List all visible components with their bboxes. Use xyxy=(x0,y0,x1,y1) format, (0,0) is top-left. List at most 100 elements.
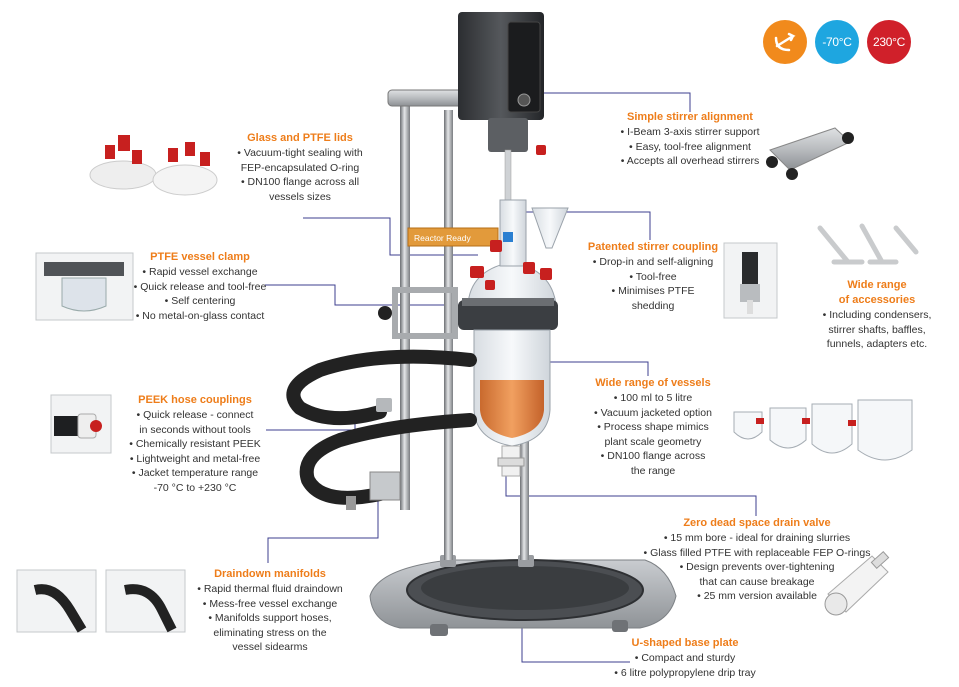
inset-clamp xyxy=(35,252,134,321)
callout-drain-valve: Zero dead space drain valve 15 mm bore -… xyxy=(627,516,887,604)
funnel xyxy=(531,207,569,249)
bullet: Mess-free vessel exchange xyxy=(185,597,355,612)
callout-title: Simple stirrer alignment xyxy=(627,111,753,123)
hose-lower xyxy=(299,413,477,505)
bullet-continuation: shedding xyxy=(631,299,675,312)
bullet: Accepts all overhead stirrers xyxy=(590,154,790,169)
bullet: No metal-on-glass contact xyxy=(120,309,280,324)
bullet: Easy, tool-free alignment xyxy=(590,140,790,155)
high-temp-badge: 230°C xyxy=(867,20,911,64)
callout-title: U-shaped base plate xyxy=(631,637,739,649)
bullet: Including condensers, xyxy=(807,308,947,323)
bullet-continuation: vessel sidearms xyxy=(232,641,308,653)
bullet: Chemically resistant PEEK xyxy=(105,437,285,452)
bullet-continuation: stirrer shafts, baffles, xyxy=(828,323,926,336)
bullet: Rapid thermal fluid draindown xyxy=(185,582,355,597)
bullet-continuation: FEP-encapsulated O-ring xyxy=(240,161,360,174)
lid-cap xyxy=(132,150,142,164)
bullet: 25 mm version available xyxy=(627,589,887,604)
bullet: Minimises PTFE xyxy=(578,284,728,299)
bullet: Manifolds support hoses, xyxy=(185,611,355,626)
inset-lids xyxy=(89,135,218,196)
vessel-red-port xyxy=(802,418,810,424)
callout-vessels: Wide range of vessels 100 ml to 5 litre … xyxy=(578,376,728,478)
vessel-liquid xyxy=(480,380,544,438)
hose-upper xyxy=(286,349,477,426)
accessory-shaft xyxy=(817,225,851,265)
low-temp-badge: -70°C xyxy=(815,20,859,64)
coupling xyxy=(376,398,392,412)
line-manifolds xyxy=(267,500,379,563)
drip-tray-inner xyxy=(421,566,629,610)
bullet: 6 litre polypropylene drip tray xyxy=(590,666,780,681)
callout-title: Patented stirrer coupling xyxy=(587,241,719,253)
panel-plate xyxy=(407,227,499,247)
line-stirrer-alignment xyxy=(540,92,691,112)
bullet-continuation: eliminating stress on the xyxy=(213,626,327,639)
lid-cap xyxy=(200,152,210,166)
bullet: Process shape mimics xyxy=(578,420,728,435)
callout-peek: PEEK hose couplings Quick release - conn… xyxy=(105,393,285,495)
callout-base-plate: U-shaped base plate Compact and sturdy 6… xyxy=(590,636,780,680)
bullet: 15 mm bore - ideal for draining slurries xyxy=(627,531,887,546)
bullet: Quick release and tool-free xyxy=(120,280,280,295)
accessory-shaft xyxy=(893,225,919,255)
callout-title: Draindown manifolds xyxy=(214,568,326,580)
bullet: Self centering xyxy=(120,294,280,309)
bullet-continuation: vessels sizes xyxy=(269,190,331,203)
i-beam-knob xyxy=(786,168,798,180)
clamp-frame xyxy=(392,287,458,339)
rod-right xyxy=(520,330,529,560)
bullet: DN100 flange across all xyxy=(215,175,385,190)
lid-cap xyxy=(118,135,130,151)
peek-hose xyxy=(54,416,80,436)
bullet: Tool-free xyxy=(578,270,728,285)
bullet: Jacket temperature range xyxy=(105,466,285,481)
bullet: Vacuum jacketed option xyxy=(578,406,728,421)
peek-red-ring xyxy=(90,420,102,432)
bullet: 100 ml to 5 litre xyxy=(578,391,728,406)
bullet: Compact and sturdy xyxy=(590,651,780,666)
coupling-shaft xyxy=(747,300,753,314)
clamp-ring xyxy=(458,300,558,330)
callout-title: PTFE vessel clamp xyxy=(150,251,250,263)
inset-peek xyxy=(50,394,112,454)
hoses xyxy=(286,349,477,505)
bullet: Glass filled PTFE with replaceable FEP O… xyxy=(627,546,887,561)
red-cap xyxy=(536,145,546,155)
manifold-valve xyxy=(346,496,356,510)
panel-text: Reactor Ready xyxy=(414,233,471,243)
callout-title: Zero dead space drain valve xyxy=(683,517,831,529)
callout-coupling: Patented stirrer coupling Drop-in and se… xyxy=(578,240,728,313)
lid-cap xyxy=(185,142,195,156)
accessory-shaft xyxy=(859,223,885,265)
clamp-photo-vessel xyxy=(61,277,107,312)
callout-title: Wide range of vessels xyxy=(595,377,711,389)
base-foot xyxy=(612,620,628,632)
bullet: Lightweight and metal-free xyxy=(105,452,285,467)
drain-valve-knob xyxy=(497,457,525,467)
manifold-hose-1 xyxy=(33,584,87,633)
bullet-continuation: -70 °C to +230 °C xyxy=(153,481,237,494)
motor-collar xyxy=(488,118,528,152)
bullet: Drop-in and self-aligning xyxy=(578,255,728,270)
stirrer-support-arm xyxy=(387,89,469,107)
bullet-continuation: the range xyxy=(630,464,676,477)
callout-title: PEEK hose couplings xyxy=(138,394,252,406)
reactor-ready-panel: Reactor Ready xyxy=(407,227,499,247)
bullet: Design prevents over-tightening xyxy=(627,560,887,575)
inset-vessels xyxy=(733,399,913,461)
coupling-body xyxy=(742,252,758,286)
motor-display xyxy=(507,21,541,113)
clamp-ring-top xyxy=(462,298,554,306)
bullet: Vacuum-tight sealing with xyxy=(215,146,385,161)
line-drain xyxy=(505,470,757,516)
red-cap xyxy=(540,268,552,280)
base-foot xyxy=(430,624,448,636)
vessel-large xyxy=(811,403,853,454)
callout-title: of accessories xyxy=(838,294,916,306)
inset-accessories xyxy=(817,223,919,265)
motor-knob xyxy=(517,93,531,107)
feature-icon-badge xyxy=(763,20,807,64)
callout-manifolds: Draindown manifolds Rapid thermal fluid … xyxy=(185,567,355,655)
